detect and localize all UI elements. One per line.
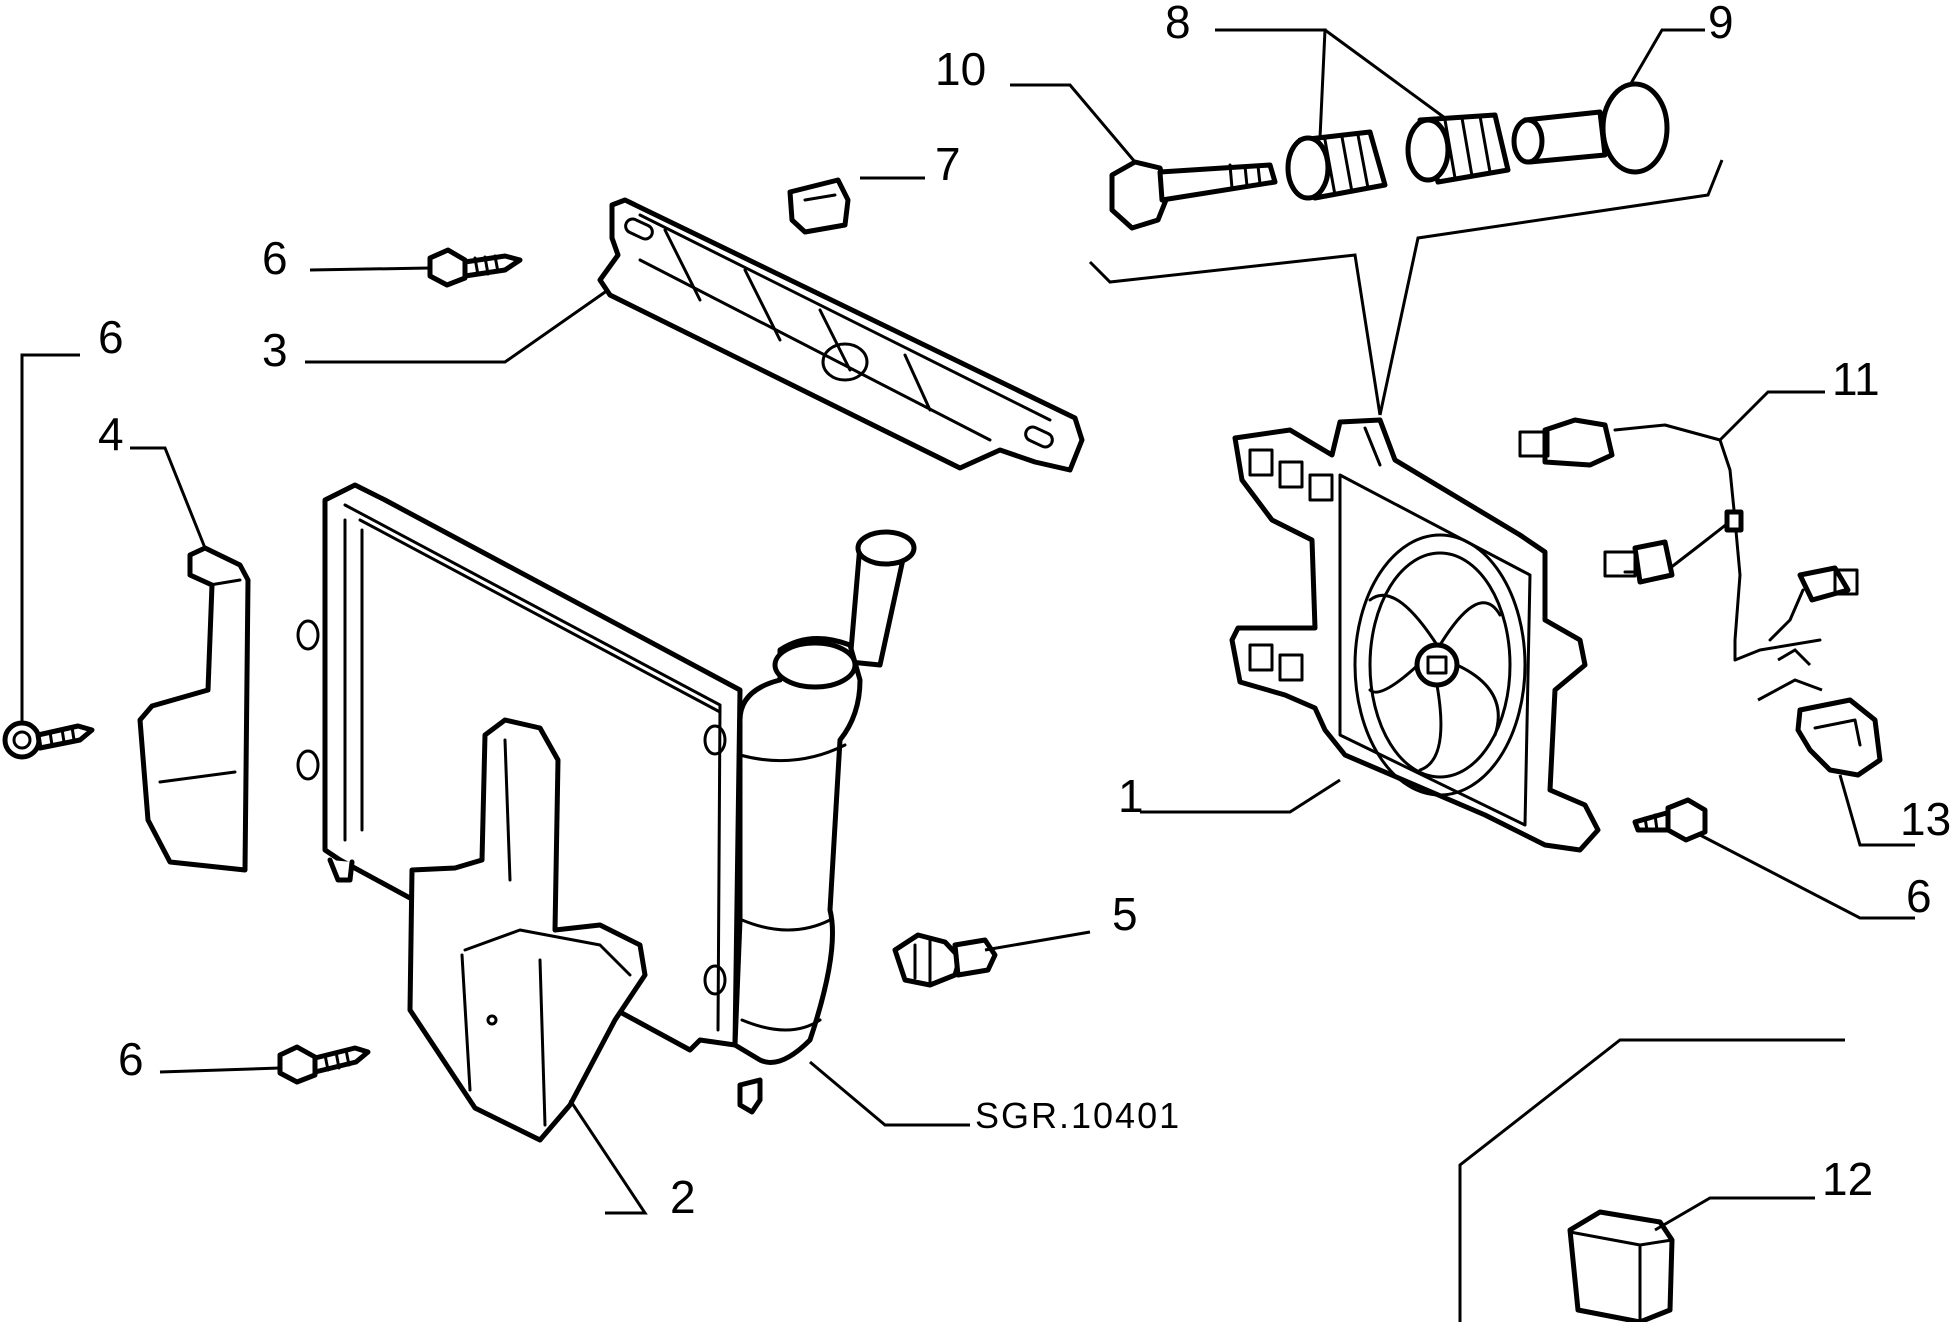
callout-13: 13 — [1900, 793, 1951, 845]
lower-deflector-part-2 — [407, 717, 648, 1143]
callout-2: 2 — [670, 1171, 696, 1223]
fan-assembly-part-1 — [1229, 417, 1601, 853]
clamp-part-13 — [1795, 697, 1883, 778]
grommet-part-8-a — [1285, 129, 1388, 201]
wiring-harness-part-11 — [1518, 417, 1859, 662]
expansion-tank — [732, 529, 917, 1065]
screw-part-6-top — [427, 247, 523, 288]
callout-4: 4 — [98, 408, 124, 460]
relay-part-12 — [1567, 1209, 1675, 1322]
callout-6-right: 6 — [1906, 870, 1932, 922]
callout-5: 5 — [1112, 888, 1138, 940]
callout-6-top: 6 — [262, 232, 288, 284]
callout-labels: 1 2 3 4 5 6 6 6 6 7 8 9 10 11 12 13 SGR.… — [98, 0, 1951, 1223]
callout-10: 10 — [935, 43, 986, 95]
callout-12: 12 — [1822, 1153, 1873, 1205]
sleeve-part-9 — [1511, 81, 1670, 175]
screw-part-6-right — [1632, 797, 1708, 843]
leader-lines — [20, 28, 1915, 1322]
screw-part-6-left — [2, 720, 95, 760]
drawing-code: SGR.10401 — [975, 1095, 1181, 1136]
callout-6-bottom: 6 — [118, 1033, 144, 1085]
callout-7: 7 — [935, 138, 961, 190]
callout-8: 8 — [1165, 0, 1191, 48]
clip-part-7 — [787, 177, 851, 235]
callout-9: 9 — [1708, 0, 1734, 48]
callout-11: 11 — [1832, 353, 1880, 405]
bolt-part-10 — [1109, 159, 1278, 231]
screw-part-6-bottom — [277, 1044, 371, 1085]
callout-6-left: 6 — [98, 311, 124, 363]
left-deflector-part-4 — [137, 545, 251, 873]
callout-1: 1 — [1118, 770, 1144, 822]
callout-3: 3 — [262, 324, 288, 376]
upper-bracket-part-3 — [597, 197, 1085, 473]
grommet-part-8-b — [1405, 112, 1511, 185]
plug-part-5 — [892, 932, 998, 988]
